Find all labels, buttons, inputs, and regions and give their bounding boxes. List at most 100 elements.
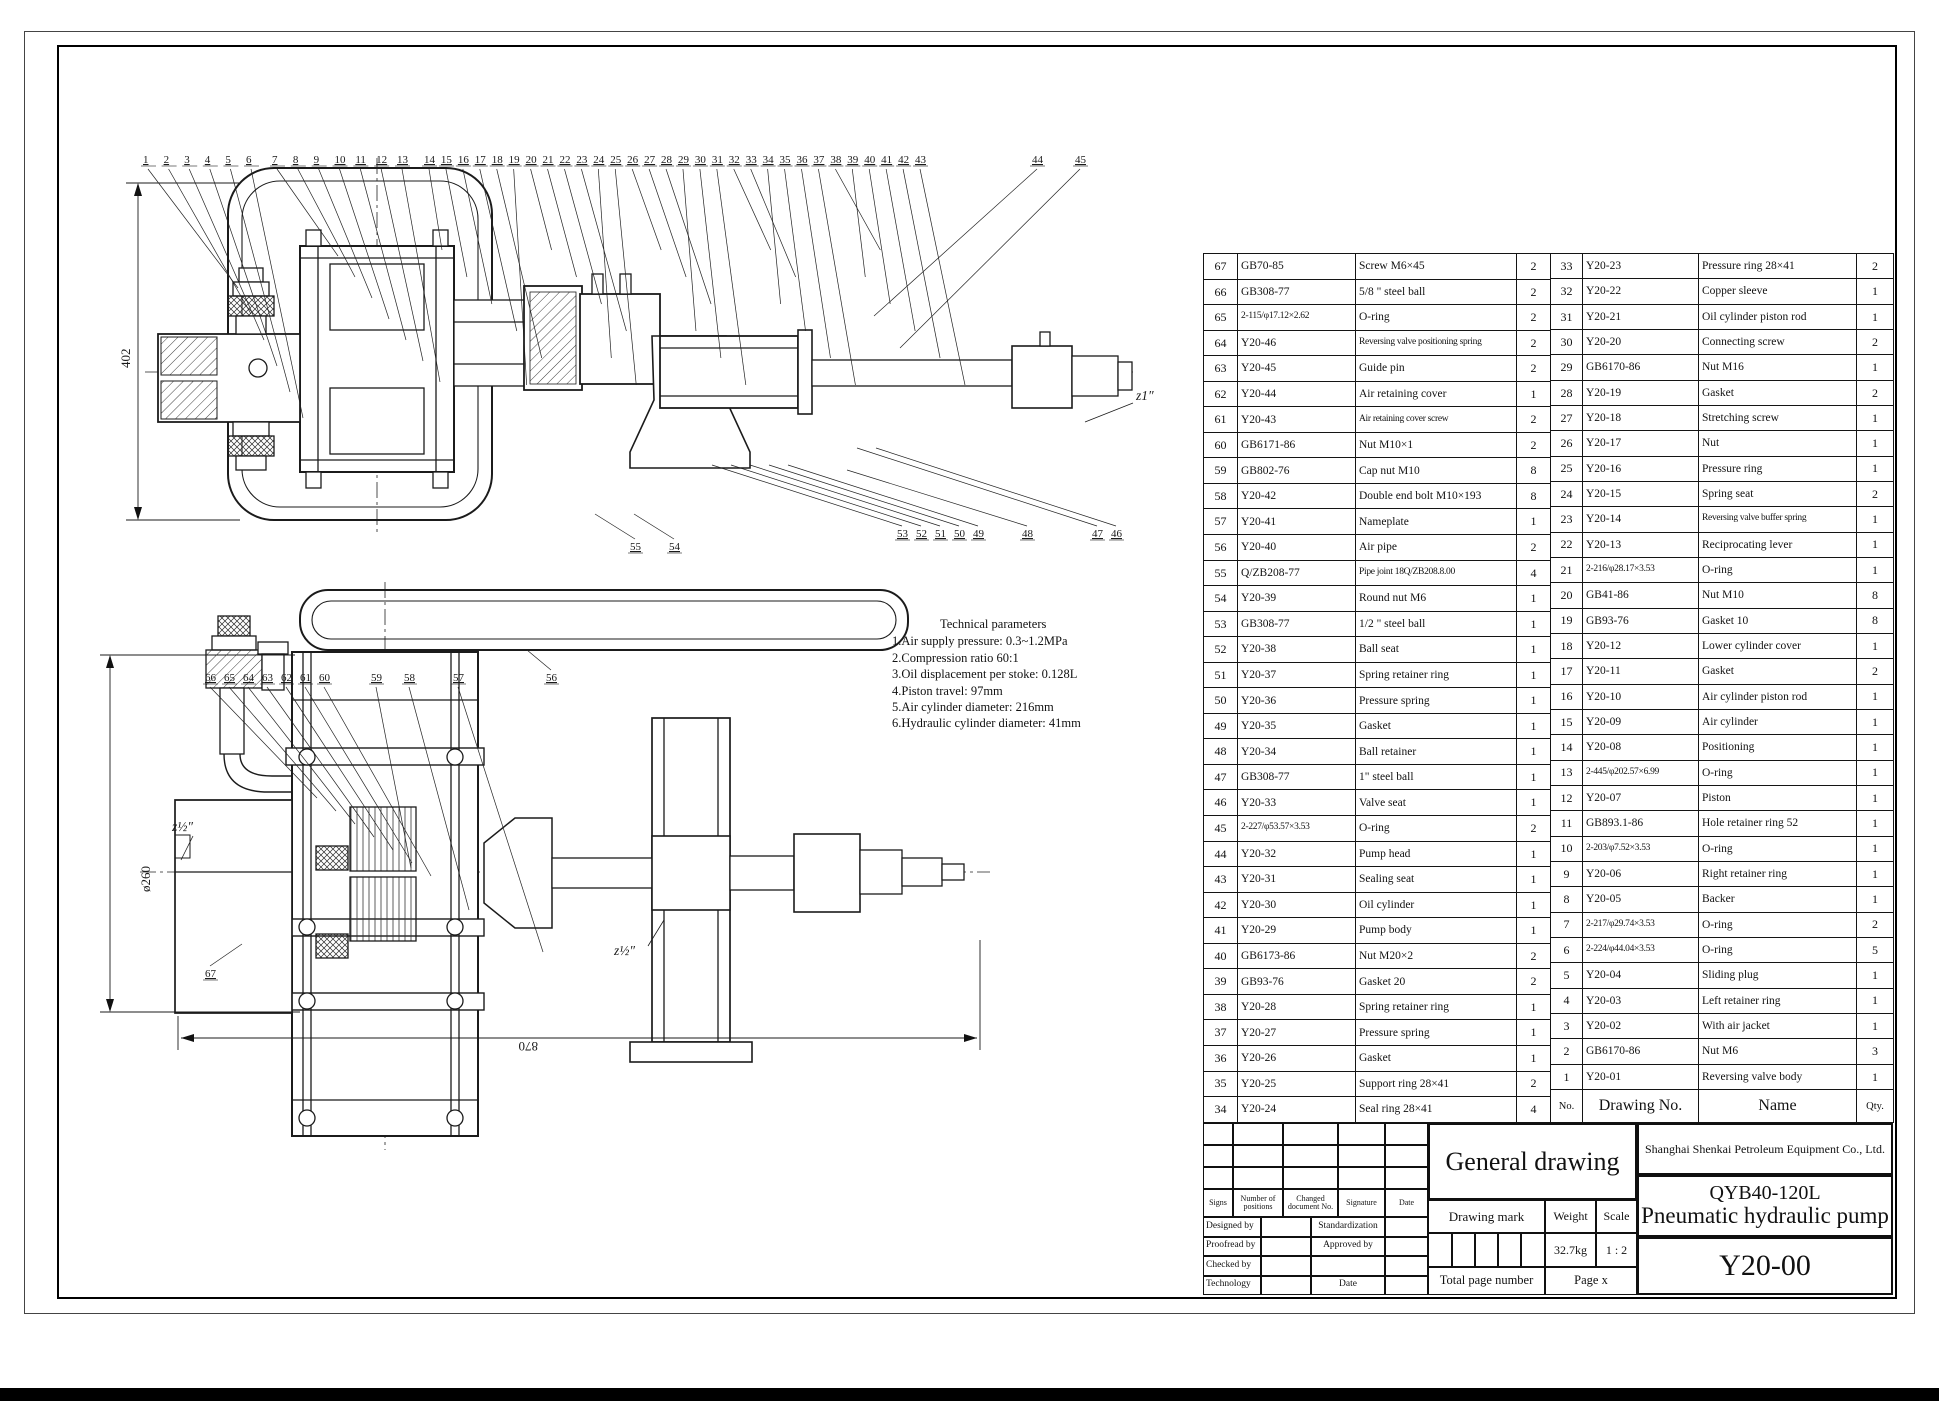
callout-label: 10 [335, 154, 347, 166]
leader-line [919, 168, 966, 386]
title-block-label: Technology [1203, 1275, 1261, 1295]
scan-edge-strip [0, 1388, 1939, 1401]
callout-label: 13 [397, 154, 409, 166]
callout-label: 35 [780, 154, 792, 166]
callout-label: 49 [973, 528, 985, 540]
title-block-cell [1311, 1256, 1385, 1276]
leader-line [247, 686, 356, 825]
company-cell: Shanghai Shenkai Petroleum Equipment Co.… [1637, 1123, 1893, 1175]
leader-line [530, 168, 552, 251]
leader-line [513, 168, 528, 386]
leader-line [835, 168, 881, 251]
leader-line [784, 168, 806, 332]
title-block-cell [1385, 1236, 1428, 1256]
callout-label: 62 [281, 672, 292, 684]
leader-line [682, 168, 697, 332]
callout-label: 18 [492, 154, 504, 166]
title-block-cell [1385, 1217, 1428, 1237]
leader-line [462, 168, 493, 305]
callout-label: 42 [898, 154, 909, 166]
view-title-cell: General drawing [1428, 1123, 1637, 1200]
callout-label: 7 [272, 154, 278, 166]
leader-line [147, 168, 239, 289]
title-block-cell [1385, 1145, 1428, 1167]
page-label: Page x [1545, 1267, 1637, 1295]
tech-param-line: 5.Air cylinder diameter: 216mm [892, 700, 1054, 715]
callout-label: 33 [746, 154, 758, 166]
title-block-cell [1283, 1145, 1338, 1167]
product-name: Pneumatic hydraulic pump [1641, 1203, 1889, 1229]
title-block-cell [1233, 1145, 1283, 1167]
callout-label: 63 [262, 672, 274, 684]
callout-label: 64 [243, 672, 255, 684]
sheet-inner-border [57, 45, 1897, 1299]
callout-label: 50 [954, 528, 966, 540]
leader-line [750, 168, 797, 278]
title-block-cell [1338, 1167, 1385, 1189]
title-block-cell [1385, 1275, 1428, 1295]
tech-params-title: Technical parameters [940, 617, 1047, 631]
callout-label: 57 [453, 672, 465, 684]
callout-label: 27 [644, 154, 656, 166]
title-block-cell [1385, 1123, 1428, 1145]
callout-label: 6 [246, 154, 252, 166]
callout-label: 23 [576, 154, 588, 166]
tech-param-line: 1.Air supply pressure: 0.3~1.2MPa [892, 634, 1068, 649]
leader-line [885, 168, 916, 332]
callout-label: 21 [543, 154, 554, 166]
callout-label: 24 [593, 154, 605, 166]
mark-box [1475, 1233, 1498, 1267]
callout-label: 16 [458, 154, 470, 166]
drawing-number-cell: Y20-00 [1637, 1237, 1893, 1295]
scale-value: 1 : 2 [1596, 1233, 1637, 1267]
tech-param-line: 2.Compression ratio 60:1 [892, 650, 1019, 665]
title-block-label: Checked by [1203, 1256, 1261, 1276]
total-page-label: Total page number [1428, 1267, 1545, 1295]
leader-line [873, 168, 1038, 317]
callout-label: 26 [627, 154, 639, 166]
callout-label: 38 [830, 154, 842, 166]
leader-line [851, 168, 866, 278]
callout-label: 5 [225, 154, 231, 166]
leader-line [304, 686, 413, 864]
leader-line [339, 168, 390, 320]
leader-line [526, 649, 552, 671]
title-block-label: Signs [1203, 1189, 1233, 1217]
title-block-cell [1385, 1167, 1428, 1189]
parts-table-header-row: No. Drawing No. Name Qty. [1550, 1089, 1894, 1123]
callout-label: 4 [205, 154, 211, 166]
callout-label: 20 [526, 154, 538, 166]
